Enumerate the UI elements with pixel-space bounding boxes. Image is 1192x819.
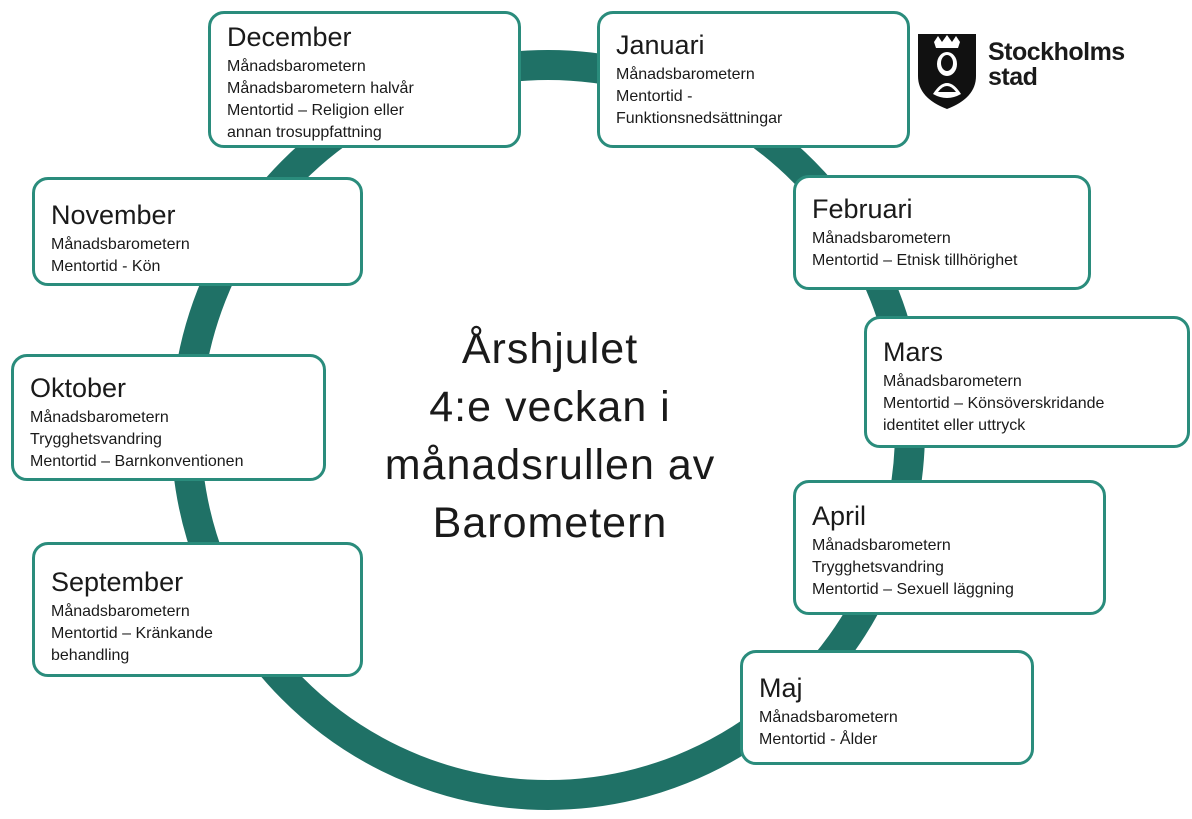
month-item: Mentortid – Kränkande — [51, 625, 213, 642]
month-item: Månadsbarometern — [812, 230, 951, 247]
wheel-title-line-3: månadsrullen av — [384, 441, 716, 489]
month-name: Januari — [616, 30, 705, 60]
month-item: Månadsbarometern — [616, 66, 755, 83]
month-box-december: December Månadsbarometern Månadsbaromete… — [208, 11, 521, 148]
month-item: Månadsbarometern — [51, 603, 190, 620]
month-name: November — [51, 200, 176, 230]
logo-line-1: Stockholms — [988, 38, 1125, 66]
city-crest-icon — [918, 34, 976, 109]
month-name: Februari — [812, 194, 913, 224]
month-box-november: November Månadsbarometern Mentortid - Kö… — [32, 177, 363, 286]
wheel-title-line-2: 4:e veckan i — [429, 383, 671, 431]
month-box-maj: Maj Månadsbarometern Mentortid - Ålder — [740, 650, 1034, 765]
month-item: Mentortid – Barnkonventionen — [30, 453, 244, 470]
month-box-februari: Februari Månadsbarometern Mentortid – Et… — [793, 175, 1091, 290]
month-item: annan trosuppfattning — [227, 124, 382, 141]
month-box-september: September Månadsbarometern Mentortid – K… — [32, 542, 363, 677]
month-item: Mentortid – Religion eller — [227, 102, 404, 119]
month-item: Mentortid - Kön — [51, 258, 161, 275]
logo-line-2: stad — [988, 63, 1038, 91]
logo-wordmark: Stockholms stad — [988, 40, 1125, 90]
month-item: identitet eller uttryck — [883, 417, 1026, 434]
month-item: Månadsbarometern halvår — [227, 80, 414, 97]
month-name: Mars — [883, 337, 943, 367]
month-name: December — [227, 22, 352, 52]
month-item: Mentortid – Sexuell läggning — [812, 581, 1014, 598]
month-name: Maj — [759, 673, 803, 703]
month-item: Trygghetsvandring — [812, 559, 944, 576]
month-box-oktober: Oktober Månadsbarometern Trygghetsvandri… — [11, 354, 326, 481]
month-name: September — [51, 567, 184, 597]
wheel-title: Årshjulet 4:e veckan i månadsrullen av B… — [330, 320, 770, 552]
month-item: Mentortid - Ålder — [759, 731, 878, 748]
month-item: Månadsbarometern — [30, 409, 169, 426]
month-item: Månadsbarometern — [883, 373, 1022, 390]
month-item: Månadsbarometern — [812, 537, 951, 554]
month-item: Mentortid – Könsöverskridande — [883, 395, 1105, 412]
month-item: Månadsbarometern — [759, 709, 898, 726]
month-name: April — [812, 501, 867, 531]
month-name: Oktober — [30, 373, 127, 403]
month-box-mars: Mars Månadsbarometern Mentortid – Könsöv… — [864, 316, 1190, 448]
stockholms-stad-logo: Stockholms stad — [916, 32, 1146, 110]
month-box-januari: Januari Månadsbarometern Mentortid - Fun… — [597, 11, 910, 148]
wheel-title-line-4: Barometern — [432, 499, 668, 547]
month-item: Mentortid - — [616, 88, 693, 105]
month-box-april: April Månadsbarometern Trygghetsvandring… — [793, 480, 1106, 615]
month-item: Funktionsnedsättningar — [616, 110, 783, 127]
month-item: Månadsbarometern — [227, 58, 366, 75]
month-item: Mentortid – Etnisk tillhörighet — [812, 252, 1018, 269]
month-item: Månadsbarometern — [51, 236, 190, 253]
month-item: Trygghetsvandring — [30, 431, 162, 448]
month-item: behandling — [51, 647, 130, 664]
wheel-title-line-1: Årshjulet — [461, 325, 639, 373]
